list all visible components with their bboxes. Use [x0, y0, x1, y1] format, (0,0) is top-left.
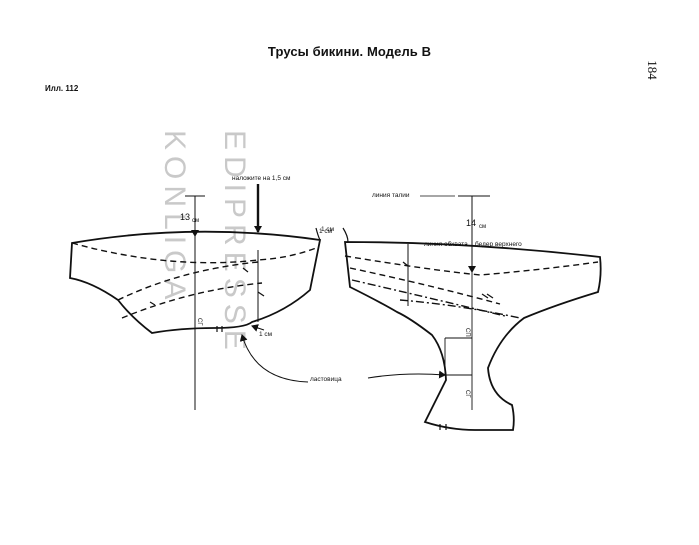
- back-outline: [343, 241, 602, 431]
- gusset-pointer-front: [239, 334, 309, 383]
- page-title: Трусы бикини. Модель В: [267, 44, 432, 59]
- back-dash-4: [399, 299, 521, 319]
- back-mark-bottom: СГ: [464, 390, 470, 398]
- gusset-pointer-back: [367, 370, 446, 379]
- front-dash-2: [117, 261, 259, 301]
- back-mark-top: СП: [464, 328, 470, 337]
- front-dash-1: [71, 242, 317, 264]
- front-dash-3: [121, 282, 263, 319]
- waist-line-label: линия талии: [372, 192, 410, 199]
- hip-line-label: линия обхвата: [424, 240, 468, 248]
- figure-label: Илл. 112: [45, 84, 79, 93]
- overlap-note: наложите на 1,5 см: [232, 175, 291, 182]
- back-depth-value: 14: [466, 218, 476, 228]
- gusset-label: ластовица: [310, 376, 342, 383]
- back-edge-offset: 1 см: [319, 228, 333, 235]
- back-dash-3: [351, 279, 506, 317]
- front-depth-value: 13: [180, 212, 190, 222]
- front-depth-unit: см: [192, 218, 199, 224]
- hip-line-label-2: бедер верхнего: [475, 240, 522, 248]
- back-depth-unit: см: [479, 224, 486, 230]
- front-piece: [69, 184, 322, 410]
- front-edge-offset: 1 см: [321, 226, 335, 233]
- back-piece: [342, 195, 602, 431]
- front-crotch-offset: 1 см: [259, 331, 273, 338]
- front-fold-mark: СГ: [196, 318, 202, 326]
